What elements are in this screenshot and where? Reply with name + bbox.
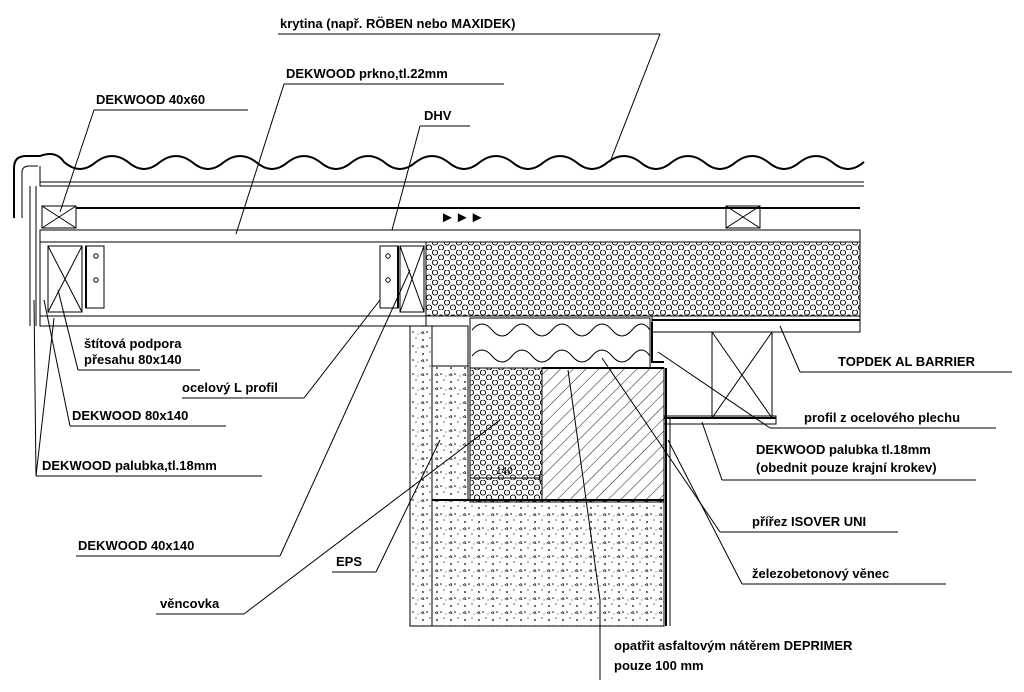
dimension-140-label: 140	[496, 466, 513, 477]
masonry-wall	[431, 499, 665, 627]
ventilation-flow-arrows: ►►►	[440, 209, 485, 226]
label-podpora-line2: přesahu 80x140	[84, 352, 182, 367]
roof-board-22mm	[39, 229, 861, 243]
label-deprimer-line2: pouze 100 mm	[614, 658, 704, 673]
rafter-80x140	[47, 245, 83, 313]
label-l-profil: ocelový L profil	[182, 380, 278, 395]
eps-block	[469, 367, 543, 503]
label-eps: EPS	[336, 554, 362, 569]
roof-tile-profile	[13, 153, 865, 218]
soffit-board-18mm	[39, 315, 427, 327]
rafter-40x140	[399, 245, 425, 313]
label-venec: železobetonový věnec	[752, 566, 889, 581]
label-deprimer-line1: opatřit asfaltovým nátěrem DEPRIMER	[614, 638, 853, 653]
wall-block-top	[431, 325, 469, 367]
label-krytina: krytina (např. RÖBEN nebo MAXIDEK)	[280, 16, 515, 31]
label-topdek: TOPDEK AL BARRIER	[838, 354, 976, 369]
label-dekwood-40x60: DEKWOOD 40x60	[96, 92, 205, 107]
label-isover: přířez ISOVER UNI	[752, 514, 866, 529]
label-dekwood-prkno: DEKWOOD prkno,tl.22mm	[286, 66, 448, 81]
steel-l-profile-left	[85, 245, 105, 309]
eps-insulation	[431, 365, 469, 501]
edge-rafter-board	[663, 415, 777, 425]
steel-l-profile-right	[379, 245, 399, 309]
dimension-140: 140	[469, 466, 541, 482]
topdek-board	[651, 315, 861, 333]
label-palubka-kraj-line2: (obednit pouze krajní krokev)	[756, 460, 937, 475]
roof-insulation	[425, 241, 861, 317]
label-palubka-18: DEKWOOD palubka,tl.18mm	[42, 458, 217, 473]
steel-sheet-profile	[651, 322, 776, 419]
wall-vencovka	[409, 325, 433, 627]
label-vencovka: věncovka	[160, 596, 220, 611]
counter-batten-right	[725, 205, 761, 229]
isover-insulation	[469, 317, 651, 369]
label-palubka-kraj-line1: DEKWOOD palubka tl.18mm	[756, 442, 931, 457]
counter-batten-left	[41, 205, 77, 229]
reinforced-concrete-ring-beam	[541, 367, 665, 503]
label-dekwood-80x140: DEKWOOD 80x140	[72, 408, 188, 423]
label-dekwood-40x140: DEKWOOD 40x140	[78, 538, 194, 553]
label-podpora-line1: štítová podpora	[84, 336, 182, 351]
label-dhv: DHV	[424, 108, 452, 123]
label-profil-plech: profil z ocelového plechu	[804, 410, 960, 425]
